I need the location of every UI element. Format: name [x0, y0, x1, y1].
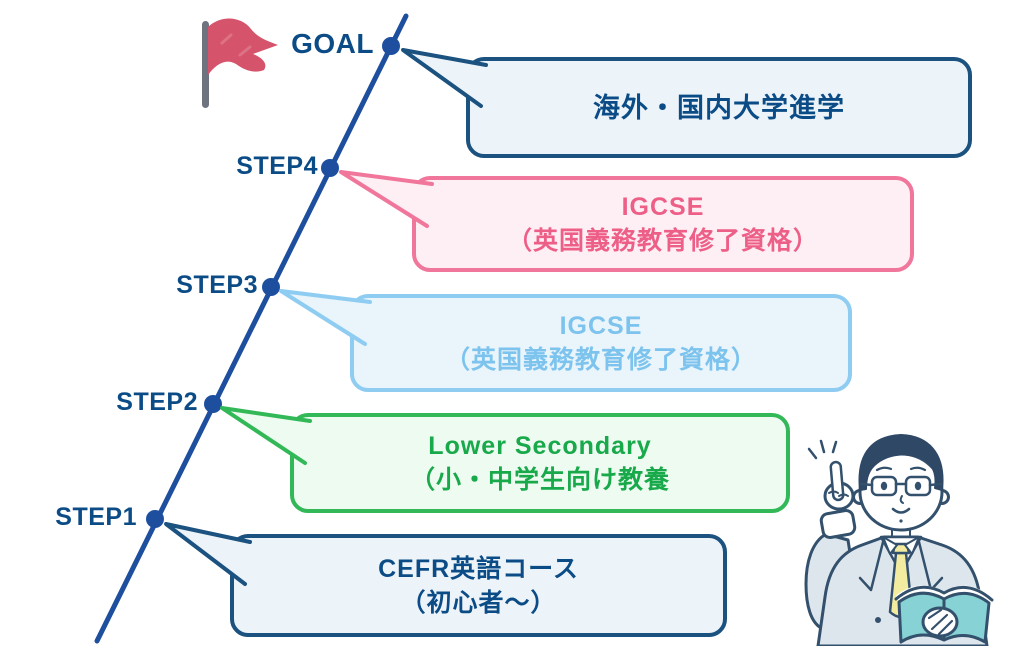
- glasses-icon: [859, 475, 943, 497]
- label-step1: STEP1: [55, 503, 137, 531]
- goal-dot: [382, 37, 400, 55]
- step2-dot: [204, 395, 222, 413]
- step4-dot: [321, 159, 339, 177]
- bubble-step3-line1: IGCSE: [559, 312, 643, 340]
- bubble-step4-line1: IGCSE: [621, 193, 705, 221]
- emphasis-marks: [807, 439, 838, 460]
- label-step2: STEP2: [116, 388, 198, 416]
- bubble-step1: CEFR英語コース （初心者〜）: [230, 534, 727, 637]
- open-book-icon: [894, 585, 994, 644]
- bubble-step3: IGCSE （英国義務教育修了資格）: [350, 294, 852, 392]
- label-step3: STEP3: [176, 271, 258, 299]
- bubble-step3-line2: （英国義務教育修了資格）: [444, 346, 757, 374]
- label-step4: STEP4: [236, 152, 318, 180]
- bubble-goal-text: 海外・国内大学進学: [593, 92, 845, 123]
- bubble-step1-line2: （初心者〜）: [400, 588, 557, 617]
- teacher-character-illustration: [804, 434, 994, 646]
- pointing-finger: [829, 460, 845, 502]
- label-goal: GOAL: [291, 28, 374, 59]
- step1-dot: [146, 510, 164, 528]
- bubble-step1-line1: CEFR英語コース: [378, 554, 579, 583]
- step3-dot: [262, 278, 280, 296]
- bubble-step4: IGCSE （英国義務教育修了資格）: [412, 176, 914, 272]
- bubble-step2-line1: Lower Secondary: [428, 432, 652, 460]
- bubble-step2: Lower Secondary （小・中学生向け教養: [290, 413, 790, 513]
- bubble-step2-line2: （小・中学生向け教養: [409, 466, 670, 494]
- bubble-goal: 海外・国内大学進学: [466, 57, 972, 158]
- bubble-step4-line2: （英国義務教育修了資格）: [506, 227, 819, 255]
- hair: [858, 434, 944, 491]
- tie: [888, 551, 914, 619]
